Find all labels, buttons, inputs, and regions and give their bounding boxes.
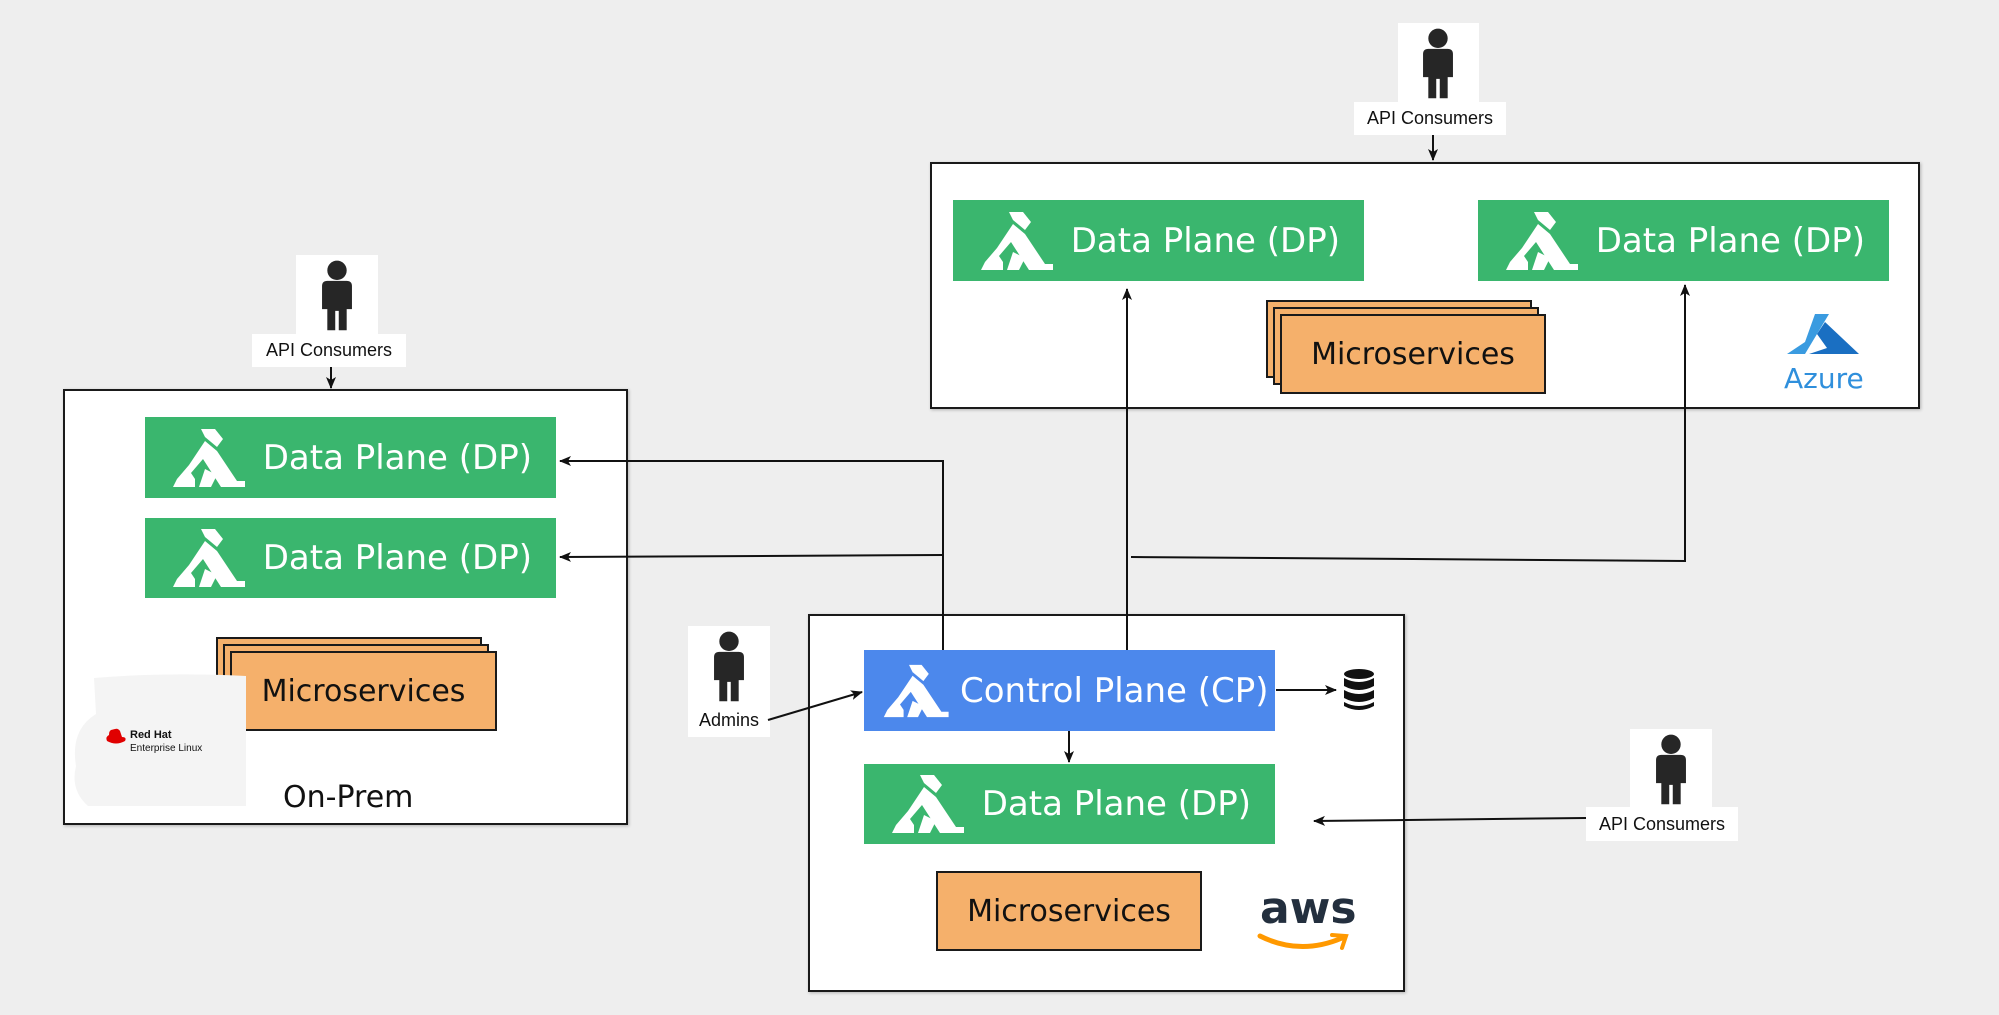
on-prem-data-plane-1[interactable]: Data Plane (DP) xyxy=(145,417,556,498)
aws-data-plane[interactable]: Data Plane (DP) xyxy=(864,764,1275,844)
aws-microservices[interactable]: Microservices xyxy=(936,871,1202,951)
admins-label: Admins xyxy=(688,704,770,737)
redhat-logo-line1: Red Hat xyxy=(130,729,172,741)
api-consumers-azure-label: API Consumers xyxy=(1354,102,1506,135)
admins-figure xyxy=(688,626,770,706)
api-consumers-on-prem-label: API Consumers xyxy=(252,334,406,367)
data-plane-label: Data Plane (DP) xyxy=(981,784,1251,824)
data-plane-label: Data Plane (DP) xyxy=(262,437,532,478)
azure-data-plane-1[interactable]: Data Plane (DP) xyxy=(953,200,1364,281)
api-consumers-aws-figure xyxy=(1630,729,1712,809)
redhat-logo-watermark xyxy=(74,674,246,806)
arrow-cp-to-on-prem-dp-1 xyxy=(559,456,944,650)
database-icon xyxy=(1344,669,1374,710)
data-plane-label: Data Plane (DP) xyxy=(262,538,532,578)
api-consumers-aws-label: API Consumers xyxy=(1586,807,1738,841)
control-plane-label: Control Plane (CP) xyxy=(960,670,1269,711)
api-consumers-on-prem-figure xyxy=(296,255,378,335)
aws-logo-text: aws xyxy=(1260,883,1357,934)
on-prem-data-plane-2[interactable]: Data Plane (DP) xyxy=(145,518,556,598)
azure-logo-icon xyxy=(1787,314,1859,354)
on-prem-label: On-Prem xyxy=(283,780,414,815)
aws-logo-icon xyxy=(1257,933,1349,950)
data-plane-label: Data Plane (DP) xyxy=(1070,220,1340,261)
microservices-label: Microservices xyxy=(1311,336,1515,372)
api-consumers-azure-figure xyxy=(1398,23,1479,103)
control-plane[interactable]: Control Plane (CP) xyxy=(864,650,1275,731)
microservices-label: Microservices xyxy=(967,893,1171,929)
arrow-cp-to-on-prem-dp-2 xyxy=(559,551,944,562)
arrow-admins-to-cp xyxy=(767,690,863,721)
azure-data-plane-2[interactable]: Data Plane (DP) xyxy=(1478,200,1889,281)
microservices-label: Microservices xyxy=(261,673,466,709)
azure-logo-text: Azure xyxy=(1784,362,1864,395)
redhat-logo-line2: Enterprise Linux xyxy=(130,743,203,754)
data-plane-label: Data Plane (DP) xyxy=(1595,220,1865,261)
redhat-logo-icon xyxy=(106,728,126,744)
azure-microservices[interactable]: Microservices xyxy=(1280,314,1546,394)
arrow-cp-to-azure-dp-2 xyxy=(1130,284,1690,563)
arrow-consumers-to-aws-dp xyxy=(1313,815,1587,826)
